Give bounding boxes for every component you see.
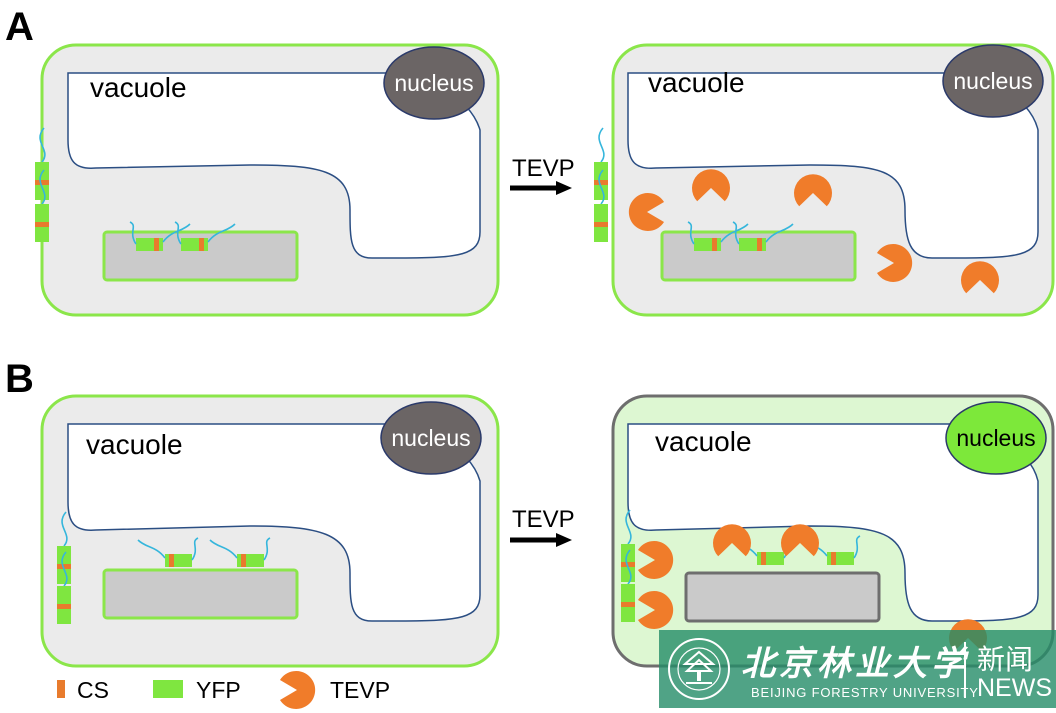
tevp-protease	[638, 541, 674, 579]
tevp-protease	[877, 244, 913, 282]
vacuole	[67, 72, 481, 259]
vacuole-label: vacuole	[655, 426, 752, 457]
vacuole	[67, 423, 481, 622]
tevp-protease	[638, 591, 674, 629]
panel-b-arrow-label: TEVP	[512, 506, 575, 533]
panel-a-letter: A	[5, 5, 34, 49]
inner-compartment	[102, 568, 299, 620]
panel-b-cell-after: vacuole nucleus	[611, 394, 1055, 668]
legend-tevp-swatch	[280, 671, 316, 709]
watermark-name-cn: 北京林业大学	[741, 644, 969, 684]
watermark-news-en: NEWS	[977, 674, 1052, 702]
nucleus	[945, 401, 1047, 475]
vacuole	[627, 72, 1039, 259]
panel-b-letter: B	[5, 357, 34, 401]
inner-compartment	[684, 571, 881, 623]
vacuole-label: vacuole	[86, 429, 183, 460]
panel-a-cell-before: vacuole nucleus	[34, 43, 500, 317]
legend-cs-swatch	[57, 680, 65, 698]
legend: CS YFP TEVP	[57, 671, 390, 709]
nucleus-label: nucleus	[391, 425, 470, 451]
nucleus-label: nucleus	[953, 68, 1032, 94]
panel-a-cell-after: vacuole nucleus	[593, 43, 1055, 317]
watermark-news-cn: 新闻	[977, 643, 1034, 676]
watermark-banner: 北京林业大学 BEIJING FORESTRY UNIVERSITY 新闻 NE…	[659, 630, 1056, 708]
legend-cs-label: CS	[77, 677, 109, 703]
vacuole-label: vacuole	[90, 72, 187, 103]
pm-yfp-tag	[593, 127, 609, 201]
watermark-name-en: BEIJING FORESTRY UNIVERSITY	[751, 685, 979, 700]
nucleus-label: nucleus	[394, 70, 473, 96]
tevp-protease	[628, 193, 664, 231]
legend-yfp-swatch	[153, 680, 183, 698]
panel-b-cell-before: vacuole nucleus	[40, 394, 500, 668]
panel-b-arrow	[510, 533, 572, 547]
panel-a-arrow	[510, 181, 572, 195]
university-seal-logo	[668, 638, 730, 700]
legend-yfp-label: YFP	[196, 677, 241, 703]
panel-a-arrow-label: TEVP	[512, 155, 575, 182]
nucleus	[383, 46, 485, 120]
legend-tevp-label: TEVP	[330, 677, 390, 703]
nucleus	[942, 44, 1044, 118]
nucleus	[380, 401, 482, 475]
watermark-divider	[964, 642, 966, 698]
nucleus-label: nucleus	[956, 425, 1035, 451]
vacuole-label: vacuole	[648, 67, 745, 98]
